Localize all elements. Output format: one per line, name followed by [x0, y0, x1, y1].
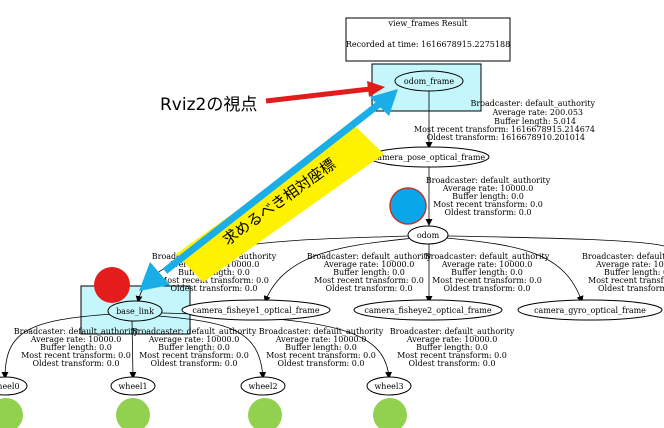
relative-coordinate-label: 求めるべき相対座標	[219, 155, 339, 249]
svg-text:Buffer length: 0.0: Buffer length: 0.0	[452, 192, 524, 201]
svg-text:Average rate: 10000.0: Average rate: 10000.0	[275, 335, 367, 344]
edge-label-base-to-wheel1: Broadcaster: default_authority Average r…	[132, 327, 257, 368]
svg-text:Most recent transform: 0.0: Most recent transform: 0.0	[159, 276, 269, 285]
node-wheel3-label: wheel3	[374, 382, 403, 391]
node-camera-fisheye1: camera_fisheye1_optical_frame	[181, 299, 331, 321]
viewpoint-blue-circle	[389, 187, 427, 225]
svg-text:Most recent transform: 0.0: Most recent transform: 0.0	[139, 351, 249, 360]
node-odom-frame: odom_frame	[394, 70, 464, 92]
svg-text:Buffer length: 0.0: Buffer length: 0.0	[451, 268, 523, 277]
svg-text:Broadcaster: default_authority: Broadcaster: default_authority	[14, 327, 139, 336]
wheel0-green-circle	[0, 398, 23, 428]
node-camera-gyro: camera_gyro_optical_frame	[517, 299, 663, 321]
svg-text:Broadcaster: default_authority: Broadcaster: default_authority	[425, 252, 550, 261]
svg-text:Oldest transform: 0.0: Oldest transform: 0.0	[32, 359, 119, 368]
relative-coordinate-banner	[176, 126, 384, 282]
svg-text:Broadcaster: default_authority: Broadcaster: default_authority	[259, 327, 384, 336]
svg-text:Average rate: 10000.0: Average rate: 10000.0	[442, 184, 534, 193]
rviz-viewpoint-arrow	[265, 81, 385, 104]
svg-text:Average rate: 10000.0: Average rate: 10000.0	[441, 260, 533, 269]
svg-text:Broadcaster: default_authority: Broadcaster: default_authority	[470, 99, 595, 108]
node-base-link: base_link	[107, 300, 163, 322]
svg-text:Average rate: 200.053: Average rate: 200.053	[491, 108, 583, 117]
node-camera-pose-label: camera_pose_optical_frame	[373, 153, 486, 162]
svg-text:Oldest transform: 1616678910.2: Oldest transform: 1616678910.201014	[427, 133, 585, 142]
svg-text:Oldest transform: 0.0: Oldest transform: 0.0	[443, 284, 530, 293]
svg-text:Oldest transform: 0.0: Oldest transform: 0.0	[150, 359, 237, 368]
node-camera-pose-optical-frame: camera_pose_optical_frame	[368, 146, 490, 168]
edge-base-to-wheel2	[157, 315, 267, 379]
svg-text:Buffer length: 0.0: Buffer length: 0.0	[333, 268, 405, 277]
edge-label-base-to-wheel0: Broadcaster: default_authority Average r…	[14, 327, 139, 368]
node-wheel1: wheel1	[110, 376, 156, 396]
svg-text:Buffer length: 5.014: Buffer length: 5.014	[494, 117, 576, 126]
svg-text:Oldest transform: 0.0: Oldest transform: 0.0	[408, 359, 495, 368]
node-fisheye1-label: camera_fisheye1_optical_frame	[192, 306, 319, 315]
svg-text:Most recent transform: 0.0: Most recent transform: 0.0	[432, 276, 542, 285]
svg-text:Broadcaster: default_authority: Broadcaster: default_authority	[582, 252, 664, 261]
edge-odom-to-gyro	[445, 237, 584, 303]
edge-label-pose-to-odom: Broadcaster: default_authority Average r…	[426, 176, 551, 217]
svg-text:Broadcaster: default_authority: Broadcaster: default_authority	[307, 252, 432, 261]
svg-text:Average rate: 10000.0: Average rate: 10000.0	[30, 335, 122, 344]
edge-label-odom-to-gyro: Broadcaster: default_authority Average r…	[582, 252, 664, 293]
svg-text:Average rate: 10000.0: Average rate: 10000.0	[595, 260, 664, 269]
relative-transform-arrow	[139, 89, 398, 291]
svg-text:Buffer length: 0.0: Buffer length: 0.0	[40, 343, 112, 352]
node-odom: odom	[407, 225, 449, 245]
wheel1-green-circle	[116, 398, 150, 428]
edge-odom-to-offscreen	[447, 235, 664, 247]
node-odom-label: odom	[417, 231, 440, 240]
svg-text:Buffer length: 0.0: Buffer length: 0.0	[604, 268, 664, 277]
node-wheel2-label: wheel2	[248, 382, 277, 391]
edge-label-base-to-wheel3: Broadcaster: default_authority Average r…	[390, 327, 515, 368]
svg-text:Average rate: 10000.0: Average rate: 10000.0	[148, 335, 240, 344]
node-odom-frame-label: odom_frame	[404, 77, 454, 86]
svg-text:Oldest transform: 0.0: Oldest transform: 0.0	[170, 284, 257, 293]
node-wheel3: wheel3	[366, 376, 412, 396]
svg-text:Most recent transform: 0.0: Most recent transform: 0.0	[588, 276, 664, 285]
result-recorded: Recorded at time: 1616678915.2275188	[346, 40, 510, 49]
wheel2-green-circle	[248, 398, 282, 428]
node-fisheye2-label: camera_fisheye2_optical_frame	[364, 306, 491, 315]
node-wheel0: wheel0	[0, 376, 28, 396]
svg-text:Broadcaster: default_authority: Broadcaster: default_authority	[426, 176, 551, 185]
svg-text:Buffer length: 0.0: Buffer length: 0.0	[416, 343, 488, 352]
node-gyro-label: camera_gyro_optical_frame	[534, 306, 646, 315]
target-red-circle	[94, 267, 130, 303]
edge-label-base-to-wheel2: Broadcaster: default_authority Average r…	[259, 327, 384, 368]
result-title: view_frames Result	[388, 19, 469, 28]
edge-label-odom-frame-to-pose: Broadcaster: default_authority Average r…	[414, 99, 596, 142]
svg-text:Buffer length: 0.0: Buffer length: 0.0	[285, 343, 357, 352]
svg-text:Most recent transform: 0.0: Most recent transform: 0.0	[433, 200, 543, 209]
edge-label-odom-to-fisheye2: Broadcaster: default_authority Average r…	[425, 252, 550, 293]
svg-text:Oldest transform: 0.0: Oldest transform: 0.0	[325, 284, 412, 293]
edge-label-odom-to-fisheye1: Broadcaster: default_authority Average r…	[307, 252, 432, 293]
svg-text:Most recent transform: 0.0: Most recent transform: 0.0	[266, 351, 376, 360]
edge-base-to-wheel1	[129, 318, 137, 379]
node-wheel1-label: wheel1	[118, 382, 147, 391]
rviz-viewpoint-label: Rviz2の視点	[160, 95, 257, 115]
svg-text:Oldest transform: 0.0: Oldest transform: 0.0	[277, 359, 364, 368]
svg-text:Most recent transform: 0.0: Most recent transform: 0.0	[21, 351, 131, 360]
svg-text:Buffer length: 0.0: Buffer length: 0.0	[158, 343, 230, 352]
svg-text:Broadcaster: default_authority: Broadcaster: default_authority	[390, 327, 515, 336]
node-base-link-label: base_link	[116, 307, 154, 316]
node-camera-fisheye2: camera_fisheye2_optical_frame	[353, 299, 503, 321]
svg-text:Broadcaster: default_authority: Broadcaster: default_authority	[132, 327, 257, 336]
edge-base-to-wheel0	[1, 313, 113, 379]
svg-text:Oldest transform: 0.0: Oldest transform: 0.0	[444, 208, 531, 217]
svg-text:Oldest transform: 0.0: Oldest transform: 0.0	[598, 284, 664, 293]
wheel3-green-circle	[373, 398, 407, 428]
node-wheel2: wheel2	[240, 376, 286, 396]
svg-text:Most recent transform: 0.0: Most recent transform: 0.0	[314, 276, 424, 285]
result-box	[345, 17, 511, 62]
node-wheel0-label: wheel0	[0, 382, 20, 391]
svg-text:Most recent transform: 0.0: Most recent transform: 0.0	[397, 351, 507, 360]
svg-text:Average rate: 10000.0: Average rate: 10000.0	[323, 260, 415, 269]
edge-odom-to-fisheye1	[263, 237, 415, 303]
svg-text:Average rate: 10000.0: Average rate: 10000.0	[406, 335, 498, 344]
svg-text:Most recent transform: 1616678: Most recent transform: 1616678915.214674	[414, 125, 595, 134]
